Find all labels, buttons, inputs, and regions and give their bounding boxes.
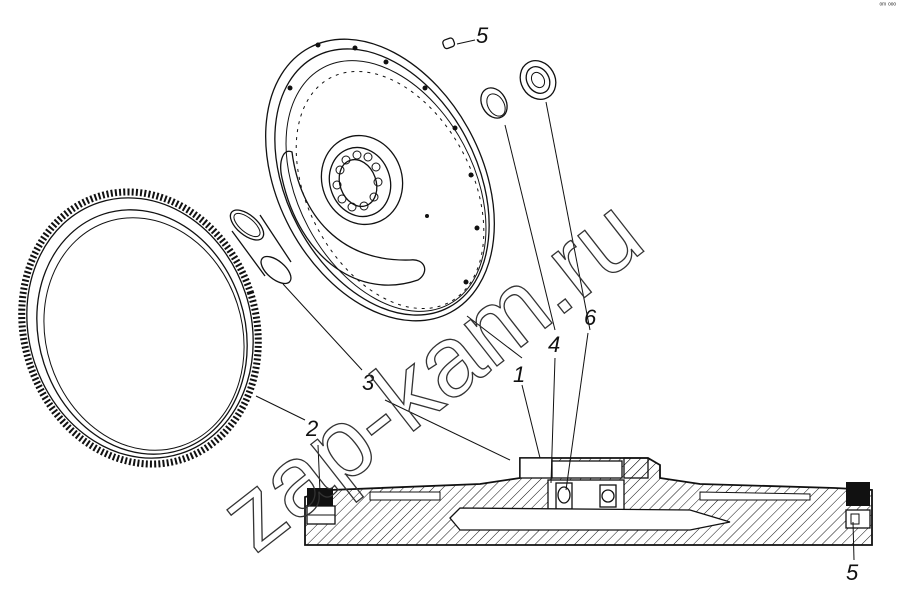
flywheel-disk: [265, 38, 495, 322]
callout-1: 1: [513, 362, 525, 387]
pin-part: [442, 37, 456, 50]
leader-lines: [255, 39, 855, 561]
spacer-ring: [480, 87, 508, 119]
sleeve-part: [229, 209, 292, 285]
callout-2: 2: [305, 416, 318, 441]
callout-4: 4: [548, 332, 560, 357]
flywheel-cross-section: [304, 457, 873, 546]
ball-bearing: [519, 60, 557, 100]
callout-5-top: 5: [476, 23, 489, 48]
callout-3: 3: [362, 370, 375, 395]
corner-mark: ᵒᵐ ᵒᵒᵒ: [879, 2, 896, 9]
callout-5-bottom: 5: [846, 560, 859, 585]
callout-6: 6: [584, 305, 597, 330]
ring-gear: [18, 188, 262, 468]
